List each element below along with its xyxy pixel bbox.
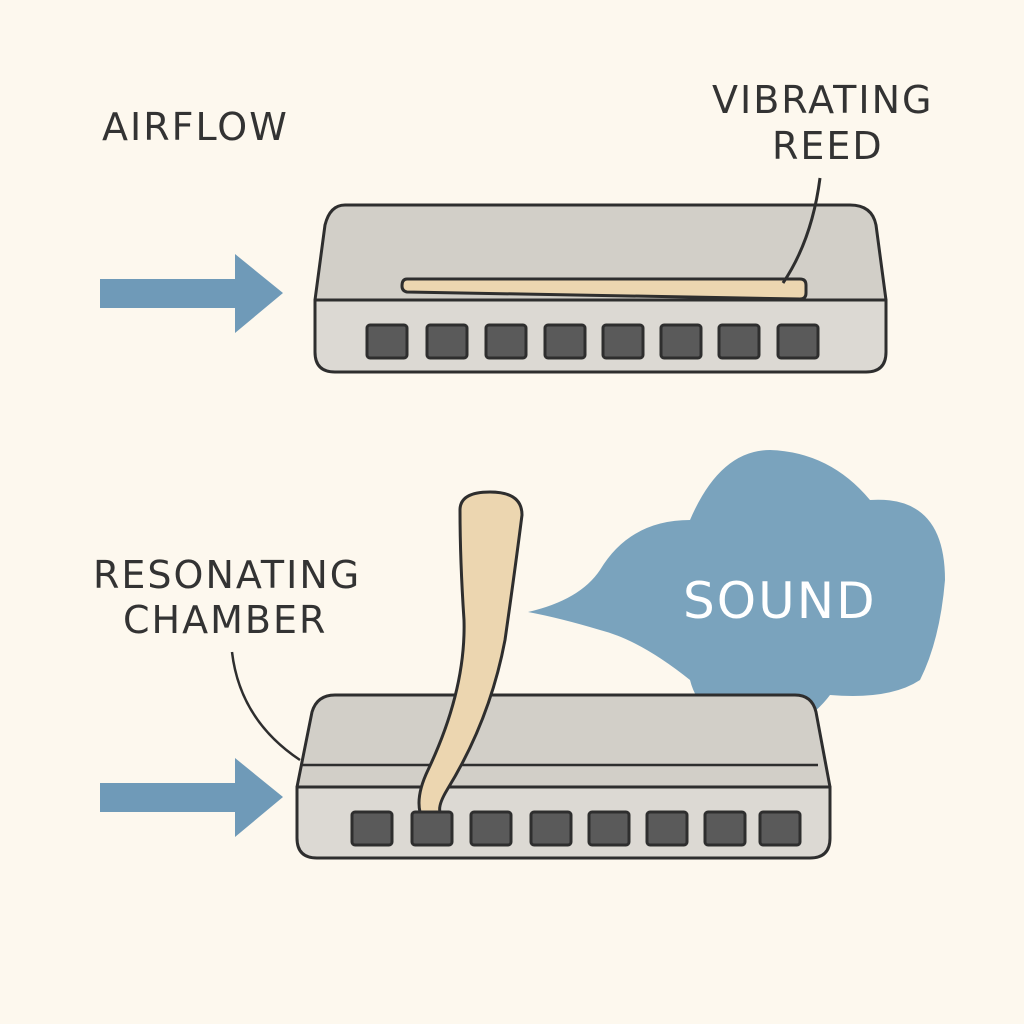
sound-cloud <box>528 450 945 731</box>
resonating-chamber-label-line1: RESONATING <box>93 553 361 597</box>
sound-label: SOUND <box>683 572 877 630</box>
hole-5 <box>601 323 645 360</box>
resonating-chamber-label-line2: CHAMBER <box>123 598 327 642</box>
hole-4 <box>529 810 573 847</box>
airflow-arrow-top <box>100 254 283 333</box>
harmonica-top <box>313 177 888 374</box>
hole-3 <box>484 323 528 360</box>
hole-7 <box>703 810 747 847</box>
hole-1 <box>365 323 409 360</box>
reed-leader-line <box>781 177 822 284</box>
bent-reed <box>417 490 524 814</box>
harmonica-bottom <box>230 490 832 860</box>
hole-7 <box>717 323 761 360</box>
hole-6 <box>659 323 703 360</box>
hole-4 <box>543 323 587 360</box>
vibrating-reed-label-line1: VIBRATING <box>712 78 933 122</box>
hole-1 <box>350 810 394 847</box>
vibrating-reed-label-line2: REED <box>772 124 884 168</box>
airflow-label: AIRFLOW <box>102 105 289 149</box>
hole-3 <box>469 810 513 847</box>
airflow-arrow-bottom <box>100 758 283 837</box>
hole-8 <box>776 323 820 360</box>
vibrating-reed <box>400 277 808 301</box>
hole-5 <box>587 810 631 847</box>
hole-6 <box>645 810 689 847</box>
hole-2 <box>410 810 454 847</box>
hole-2 <box>425 323 469 360</box>
hole-8 <box>758 810 802 847</box>
chamber-leader-line <box>230 651 301 762</box>
